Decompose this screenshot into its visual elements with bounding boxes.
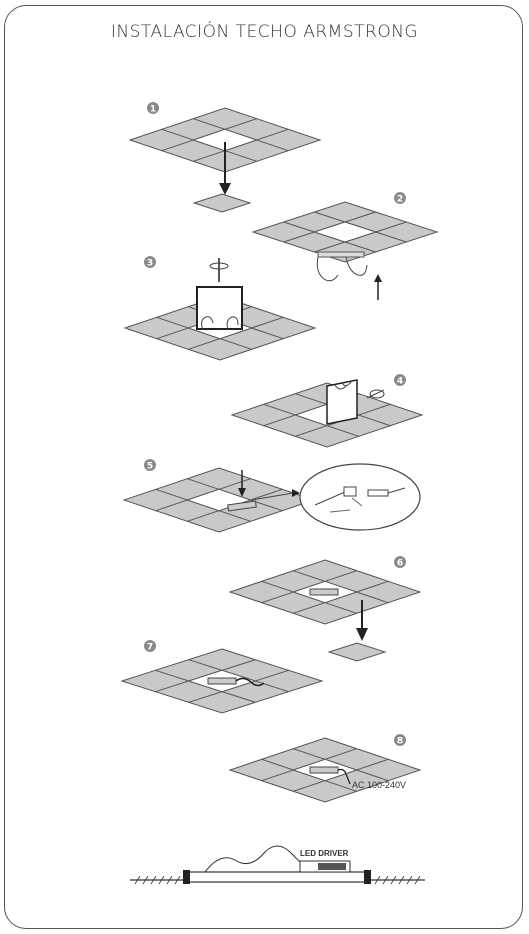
step-badge-4: 4 [394,374,406,387]
led-driver-label: LED DRIVER [300,849,349,858]
step-badge-1: 1 [147,102,159,115]
svg-text:4: 4 [397,377,403,387]
step-4-illustration [232,380,422,447]
step-7-illustration [122,649,322,713]
step-8-illustration: AC 100-240V [230,738,420,802]
step-badge-3: 3 [144,256,156,269]
svg-text:5: 5 [147,462,153,472]
svg-text:1: 1 [150,105,156,115]
step-3-illustration [125,258,315,360]
cross-section-illustration: LED DRIVER [130,846,425,884]
step-badge-7: 7 [144,640,156,653]
step-badge-5: 5 [144,459,156,472]
step-badge-6: 6 [394,556,406,569]
step-5-illustration [124,464,420,532]
svg-text:8: 8 [397,737,403,747]
step-1-illustration [130,108,320,212]
svg-text:6: 6 [397,559,403,569]
step-6-illustration [230,560,420,661]
step-2-illustration [253,202,437,300]
voltage-label: AC 100-240V [352,780,406,790]
step-badge-2: 2 [394,192,406,205]
step-badge-8: 8 [394,734,406,747]
svg-text:2: 2 [397,195,403,205]
svg-text:3: 3 [147,259,153,269]
svg-text:7: 7 [147,643,153,653]
